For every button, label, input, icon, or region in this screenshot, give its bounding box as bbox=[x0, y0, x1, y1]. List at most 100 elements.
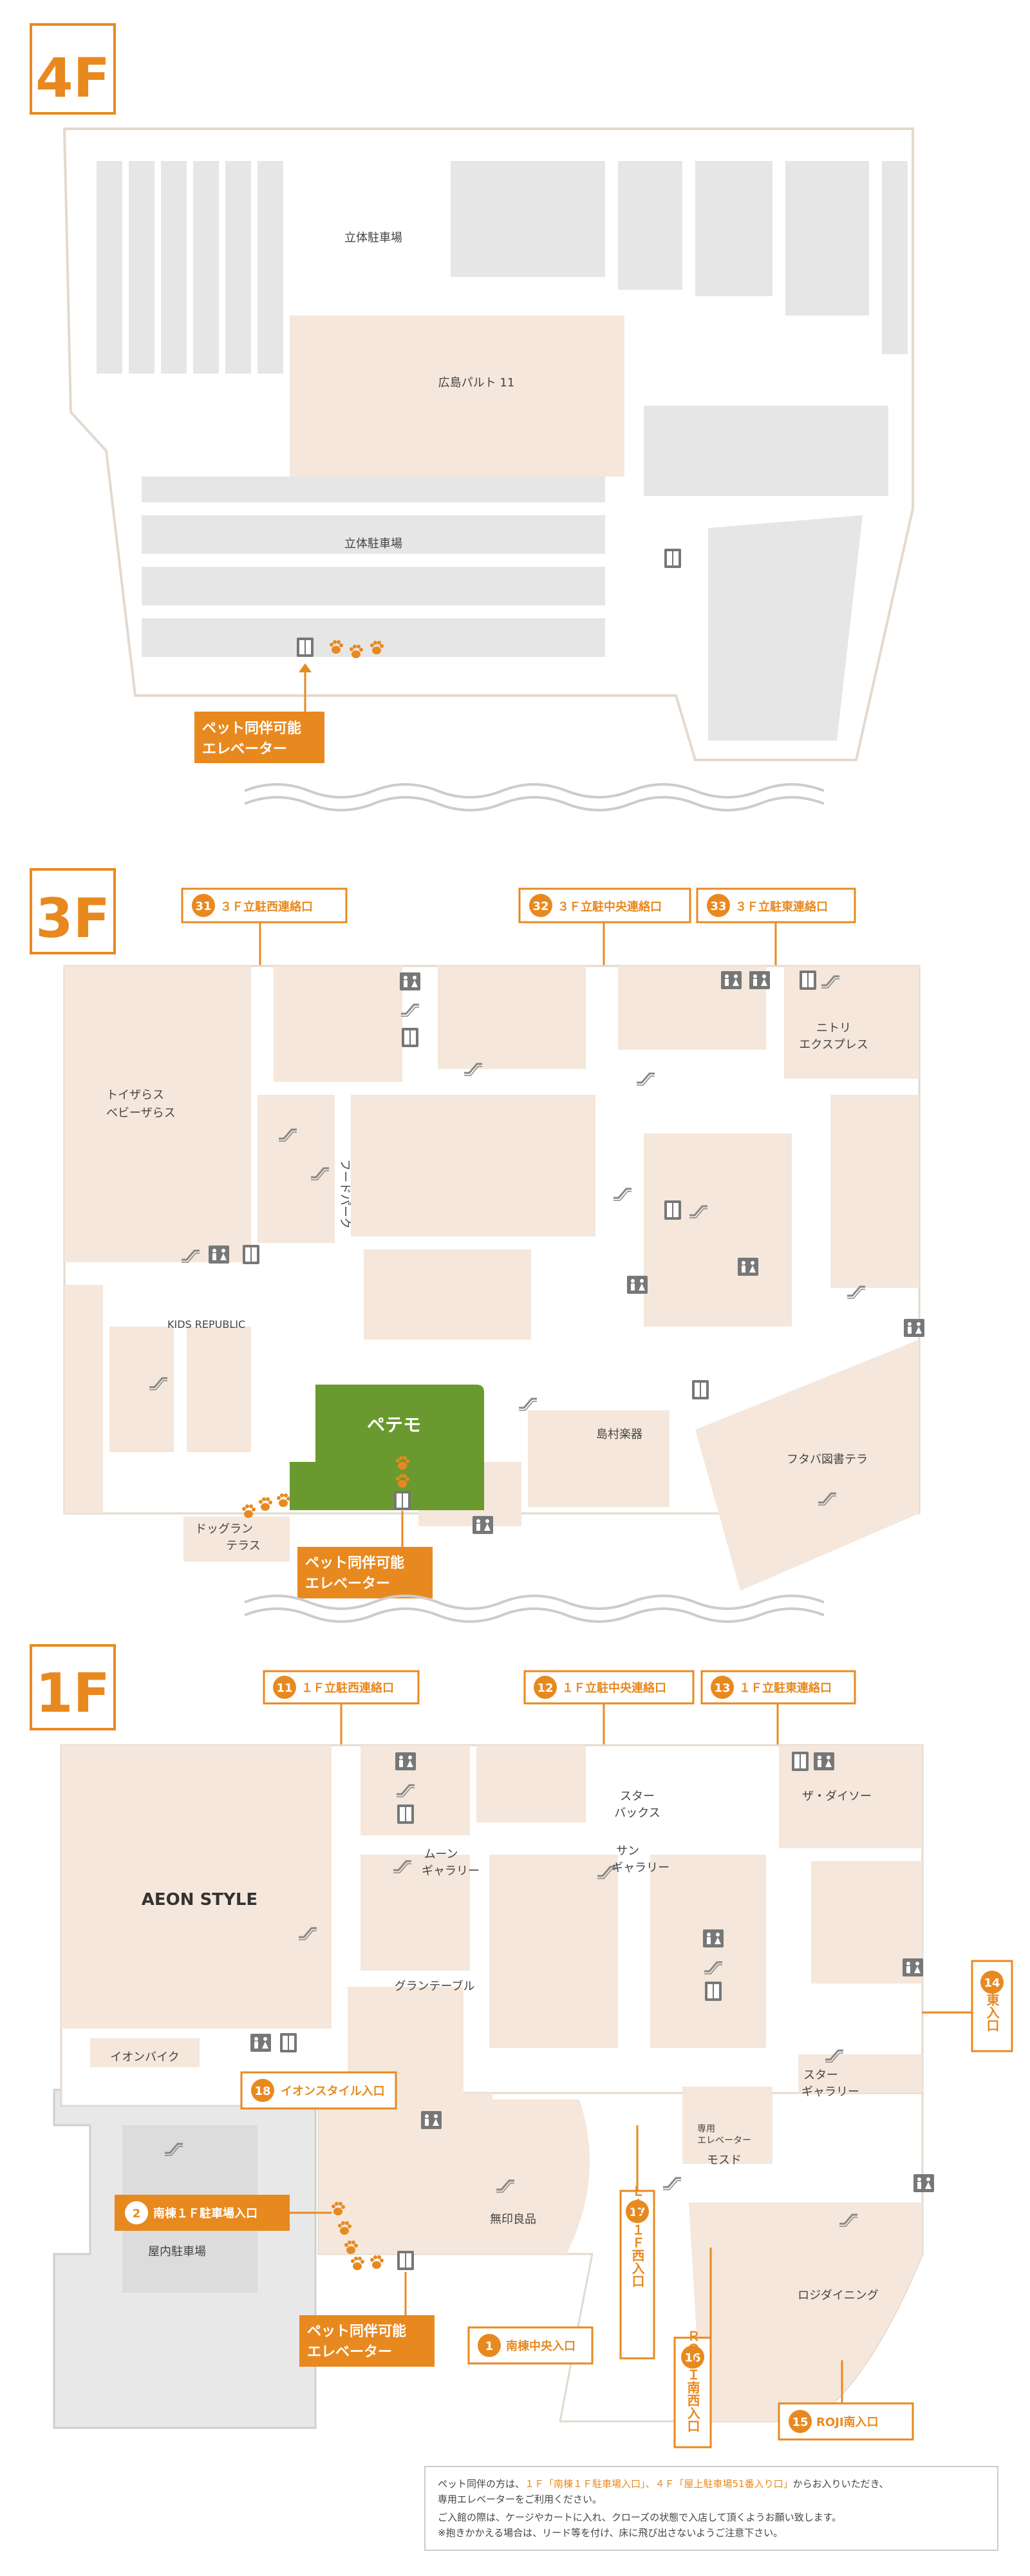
floor-3f-badge bbox=[30, 868, 116, 954]
label-sun-gallery: サン bbox=[616, 1844, 639, 1858]
shop-hiroshima-parco[interactable] bbox=[290, 316, 624, 477]
shop-futaba[interactable] bbox=[695, 1340, 919, 1591]
shop-dogrun[interactable] bbox=[183, 1517, 290, 1562]
label-babiesrus: ベビーザらス bbox=[106, 1106, 176, 1120]
entrance-tag-14[interactable]: 14 東入口 bbox=[971, 1960, 1013, 2052]
pet-elevator-icon-4f bbox=[297, 638, 314, 657]
label-kids-republic: KIDS REPUBLIC bbox=[167, 1318, 245, 1331]
svg-text:ＬＡＳ１Ｆ西入口: ＬＡＳ１Ｆ西入口 bbox=[630, 2184, 645, 2287]
svg-text:エレベーター: エレベーター bbox=[305, 1576, 390, 1592]
entrance-tag-1[interactable]: 1 南棟中央入口 bbox=[467, 2326, 594, 2365]
svg-text:３Ｆ立駐東連絡口: ３Ｆ立駐東連絡口 bbox=[735, 900, 828, 914]
section-divider bbox=[244, 783, 825, 811]
pet-elevator-icon-3f bbox=[394, 1491, 411, 1510]
elevator-icon bbox=[280, 2033, 297, 2052]
svg-text:16: 16 bbox=[684, 2351, 700, 2365]
entrance-tag-12[interactable]: 12 １Ｆ立駐中央連絡口 bbox=[523, 1670, 695, 1705]
label-dedicated-elevator: エレベーター bbox=[697, 2136, 751, 2146]
svg-text:南棟中央入口: 南棟中央入口 bbox=[506, 2339, 576, 2353]
svg-text:ROJI南入口: ROJI南入口 bbox=[816, 2415, 879, 2429]
svg-text:１Ｆ立駐西連絡口: １Ｆ立駐西連絡口 bbox=[301, 1681, 394, 1695]
note-line1-start: ペット同伴の方は、 bbox=[438, 2478, 525, 2490]
restroom-icon bbox=[395, 1752, 416, 1770]
entrance-tag-11[interactable]: 11 １Ｆ立駐西連絡口 bbox=[263, 1670, 420, 1705]
label-grand-table: グランテーブル bbox=[395, 1979, 475, 1993]
label-nitori: ニトリ bbox=[816, 1021, 851, 1035]
note-line2: 専用エレベーターをご利用ください。 bbox=[438, 2494, 602, 2505]
restroom-icon bbox=[749, 971, 770, 989]
shop-aeon-bike[interactable] bbox=[90, 2038, 200, 2067]
pet-elevator-icon-1f bbox=[397, 2251, 414, 2270]
svg-text:ペット同伴可能: ペット同伴可能 bbox=[202, 720, 301, 737]
floor-4f-section: 4F 立体駐車場 広島パルト 11 立体駐車場 bbox=[30, 23, 914, 763]
svg-text:１Ｆ立駐中央連絡口: １Ｆ立駐中央連絡口 bbox=[562, 1681, 666, 1695]
label-foodpark: フードパーク bbox=[338, 1159, 351, 1229]
svg-text:ＲＯＪＩ南西入口: ＲＯＪＩ南西入口 bbox=[685, 2329, 700, 2432]
entrance-pointers-1f bbox=[340, 1703, 779, 1752]
svg-text:エレベーター: エレベーター bbox=[202, 741, 287, 757]
floor-3f-label: 3F bbox=[35, 887, 110, 950]
restroom-icon bbox=[703, 1929, 724, 1947]
label-star-gallery-2: ギャラリー bbox=[801, 2085, 859, 2099]
entrance-tag-16[interactable]: 16 ＲＯＪＩ南西入口 bbox=[673, 2329, 712, 2448]
svg-text:2: 2 bbox=[133, 2207, 141, 2221]
label-starbucks: スター bbox=[620, 1790, 655, 1803]
restroom-icon bbox=[627, 1276, 648, 1294]
shop-muji[interactable] bbox=[451, 2099, 590, 2254]
elevator-icon bbox=[664, 549, 681, 568]
label-4f-parking-top: 立体駐車場 bbox=[344, 231, 402, 245]
label-terrace: テラス bbox=[226, 1539, 261, 1553]
entrance-tag-15[interactable]: 15 ROJI南入口 bbox=[778, 2402, 914, 2441]
floor-3f-section: 3F 31 ３Ｆ立駐西連絡口 32 ３Ｆ立駐中央連絡口 33 ３Ｆ立駐東連絡口 bbox=[30, 868, 924, 1598]
svg-text:ペット同伴可能: ペット同伴可能 bbox=[305, 1555, 404, 1571]
svg-text:15: 15 bbox=[792, 2416, 808, 2429]
shop-aeon-style[interactable] bbox=[61, 1745, 332, 2029]
entrance-tag-32[interactable]: 32 ３Ｆ立駐中央連絡口 bbox=[518, 887, 691, 923]
shop-roji-dining[interactable] bbox=[689, 2202, 922, 2421]
shop-petemo[interactable] bbox=[290, 1385, 484, 1510]
elevator-icon bbox=[705, 1982, 722, 2001]
entrance-tag-33[interactable]: 33 ３Ｆ立駐東連絡口 bbox=[696, 887, 856, 923]
svg-text:東入口: 東入口 bbox=[984, 1993, 1000, 2032]
restroom-icon bbox=[814, 1752, 834, 1770]
shop-shimamura[interactable] bbox=[528, 1410, 670, 1507]
svg-text:31: 31 bbox=[195, 900, 211, 913]
svg-text:ペット同伴の方は、１Ｆ「南棟１Ｆ駐車場入口」、４Ｆ「屋上駐車: ペット同伴の方は、１Ｆ「南棟１Ｆ駐車場入口」、４Ｆ「屋上駐車場51番入り口」から… bbox=[438, 2478, 889, 2490]
shop-mos[interactable] bbox=[682, 2087, 772, 2164]
entrance-tag-18[interactable]: 18 イオンスタイル入口 bbox=[240, 2071, 397, 2110]
entrance-tag-31[interactable]: 31 ３Ｆ立駐西連絡口 bbox=[181, 887, 348, 923]
svg-text:南棟１Ｆ駐車場入口: 南棟１Ｆ駐車場入口 bbox=[153, 2206, 258, 2221]
pet-elevator-callout-4f: ペット同伴可能 エレベーター bbox=[194, 712, 324, 763]
label-roji-dining: ロジダイニング bbox=[798, 2289, 879, 2302]
svg-text:11: 11 bbox=[276, 1681, 292, 1695]
svg-text:32: 32 bbox=[532, 900, 548, 913]
label-starbucks-2: バックス bbox=[614, 1806, 660, 1820]
restroom-icon bbox=[721, 971, 742, 989]
label-muji: 無印良品 bbox=[490, 2213, 536, 2226]
label-mos: モスド bbox=[707, 2154, 742, 2167]
floor-1f-badge bbox=[30, 1644, 116, 1730]
elevator-icon bbox=[800, 971, 816, 990]
svg-text:1: 1 bbox=[485, 2340, 494, 2353]
note-line1-end: からお入りいただき、 bbox=[793, 2478, 889, 2490]
shop-toysrus[interactable] bbox=[64, 966, 251, 1262]
elevator-icon bbox=[664, 1200, 681, 1220]
restroom-icon bbox=[473, 1516, 493, 1534]
floor-4f-badge bbox=[30, 23, 116, 115]
elevator-icon bbox=[243, 1245, 259, 1264]
label-sun-gallery-2: ギャラリー bbox=[612, 1861, 670, 1875]
svg-text:３Ｆ立駐中央連絡口: ３Ｆ立駐中央連絡口 bbox=[557, 900, 662, 914]
entrance-tag-2[interactable]: 2 南棟１Ｆ駐車場入口 bbox=[115, 2195, 290, 2231]
entrance-tag-13[interactable]: 13 １Ｆ立駐東連絡口 bbox=[700, 1670, 856, 1705]
parking-area-4f-top bbox=[97, 161, 908, 374]
label-aeon-bike: イオンバイク bbox=[110, 2050, 180, 2064]
elevator-icon bbox=[692, 1380, 709, 1399]
svg-text:33: 33 bbox=[710, 900, 726, 913]
paw-icon bbox=[351, 2257, 364, 2270]
pet-elevator-callout-1f: ペット同伴可能 エレベーター bbox=[299, 2315, 435, 2367]
entrance-tag-17[interactable]: 17 ＬＡＳ１Ｆ西入口 bbox=[619, 2184, 655, 2360]
svg-text:13: 13 bbox=[714, 1681, 730, 1695]
svg-text:３Ｆ立駐西連絡口: ３Ｆ立駐西連絡口 bbox=[220, 900, 313, 914]
label-4f-parco: 広島パルト 11 bbox=[438, 376, 515, 390]
